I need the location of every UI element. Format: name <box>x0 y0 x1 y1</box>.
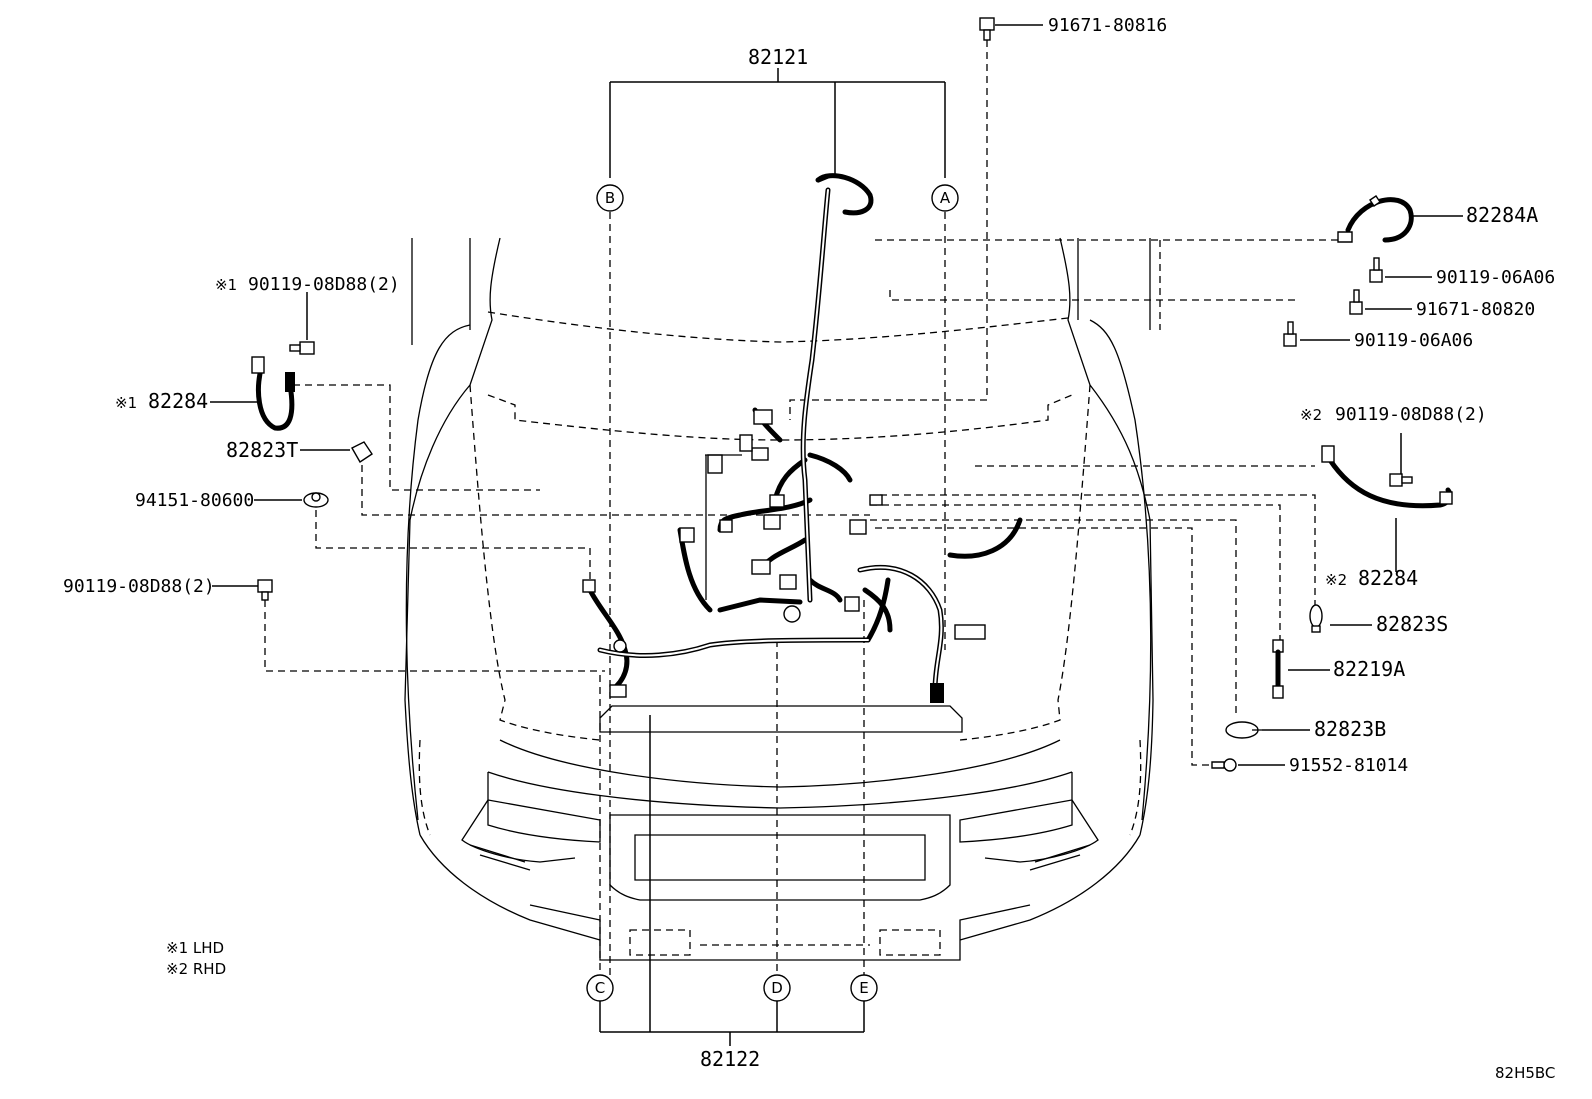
cap-icon <box>351 441 373 463</box>
connector-marker-c: C <box>586 974 614 1002</box>
svg-text:C: C <box>595 979 605 997</box>
screw-icon <box>1211 758 1237 772</box>
connector-marker-a: A <box>931 184 959 212</box>
cap-icon <box>1309 604 1323 633</box>
bolt-icon <box>1349 289 1363 315</box>
bolt-icon <box>257 579 273 601</box>
legend: ※1 LHD ※2 RHD <box>166 939 226 978</box>
legend-lhd: ※1 LHD <box>166 939 224 957</box>
lhd-mark-2: ※1 <box>115 394 137 412</box>
label-82219A: 82219A <box>1333 657 1405 681</box>
engine-room-harness <box>582 173 1023 703</box>
label-91671-80816: 91671-80816 <box>1048 15 1167 36</box>
label-90119-06A06-b: 90119-06A06 <box>1354 330 1473 351</box>
vehicle-body-outline <box>404 237 1154 961</box>
label-82284-rhd: 82284 <box>1358 566 1418 590</box>
ground-strap-icon <box>1337 195 1414 243</box>
label-82122: 82122 <box>700 1047 760 1071</box>
svg-text:D: D <box>771 979 783 997</box>
rhd-mark-1: ※2 <box>1300 406 1322 424</box>
label-82823S: 82823S <box>1376 612 1448 636</box>
svg-text:A: A <box>940 189 951 207</box>
nut-icon <box>303 492 329 508</box>
label-90119-06A06-a: 90119-06A06 <box>1436 267 1555 288</box>
ground-strap-icon <box>251 356 295 431</box>
label-90119-08D88-rhd: 90119-08D88(2) <box>1335 404 1487 425</box>
label-91671-80820: 91671-80820 <box>1416 299 1535 320</box>
bolt-icon <box>1369 257 1383 283</box>
lhd-mark-1: ※1 <box>215 276 237 294</box>
bolt-icon <box>1283 321 1297 347</box>
part-labels: 82121 82122 91671-80816 82284A 90119-06A… <box>63 15 1555 1071</box>
connector-marker-b: B <box>596 184 624 212</box>
rhd-mark-2: ※2 <box>1325 571 1347 589</box>
connector-markers: B A C D E <box>586 184 959 1002</box>
jumper-wire-icon <box>1272 639 1284 699</box>
bolt-icon <box>979 17 995 41</box>
leader-lines <box>210 24 1463 1046</box>
label-90119-08D88: 90119-08D88(2) <box>63 576 215 597</box>
label-91552-81014: 91552-81014 <box>1289 755 1408 776</box>
diagram-code: 82H5BC <box>1495 1064 1555 1082</box>
parts <box>251 17 1453 772</box>
label-90119-08D88-lhd: 90119-08D88(2) <box>248 274 400 295</box>
connector-marker-d: D <box>763 974 791 1002</box>
ground-strap-icon <box>1321 445 1453 509</box>
cover-icon <box>1225 721 1262 739</box>
legend-rhd: ※2 RHD <box>166 960 226 978</box>
bolt-icon <box>1389 473 1413 487</box>
label-82121: 82121 <box>748 45 808 69</box>
label-82823B: 82823B <box>1314 717 1386 741</box>
svg-text:E: E <box>859 979 868 997</box>
label-82284-lhd: 82284 <box>148 389 208 413</box>
connector-marker-e: E <box>850 974 878 1002</box>
bolt-icon <box>289 341 315 355</box>
label-82823T: 82823T <box>226 438 298 462</box>
label-82284A: 82284A <box>1466 203 1538 227</box>
label-94151-80600: 94151-80600 <box>135 490 254 511</box>
svg-text:B: B <box>605 189 615 207</box>
